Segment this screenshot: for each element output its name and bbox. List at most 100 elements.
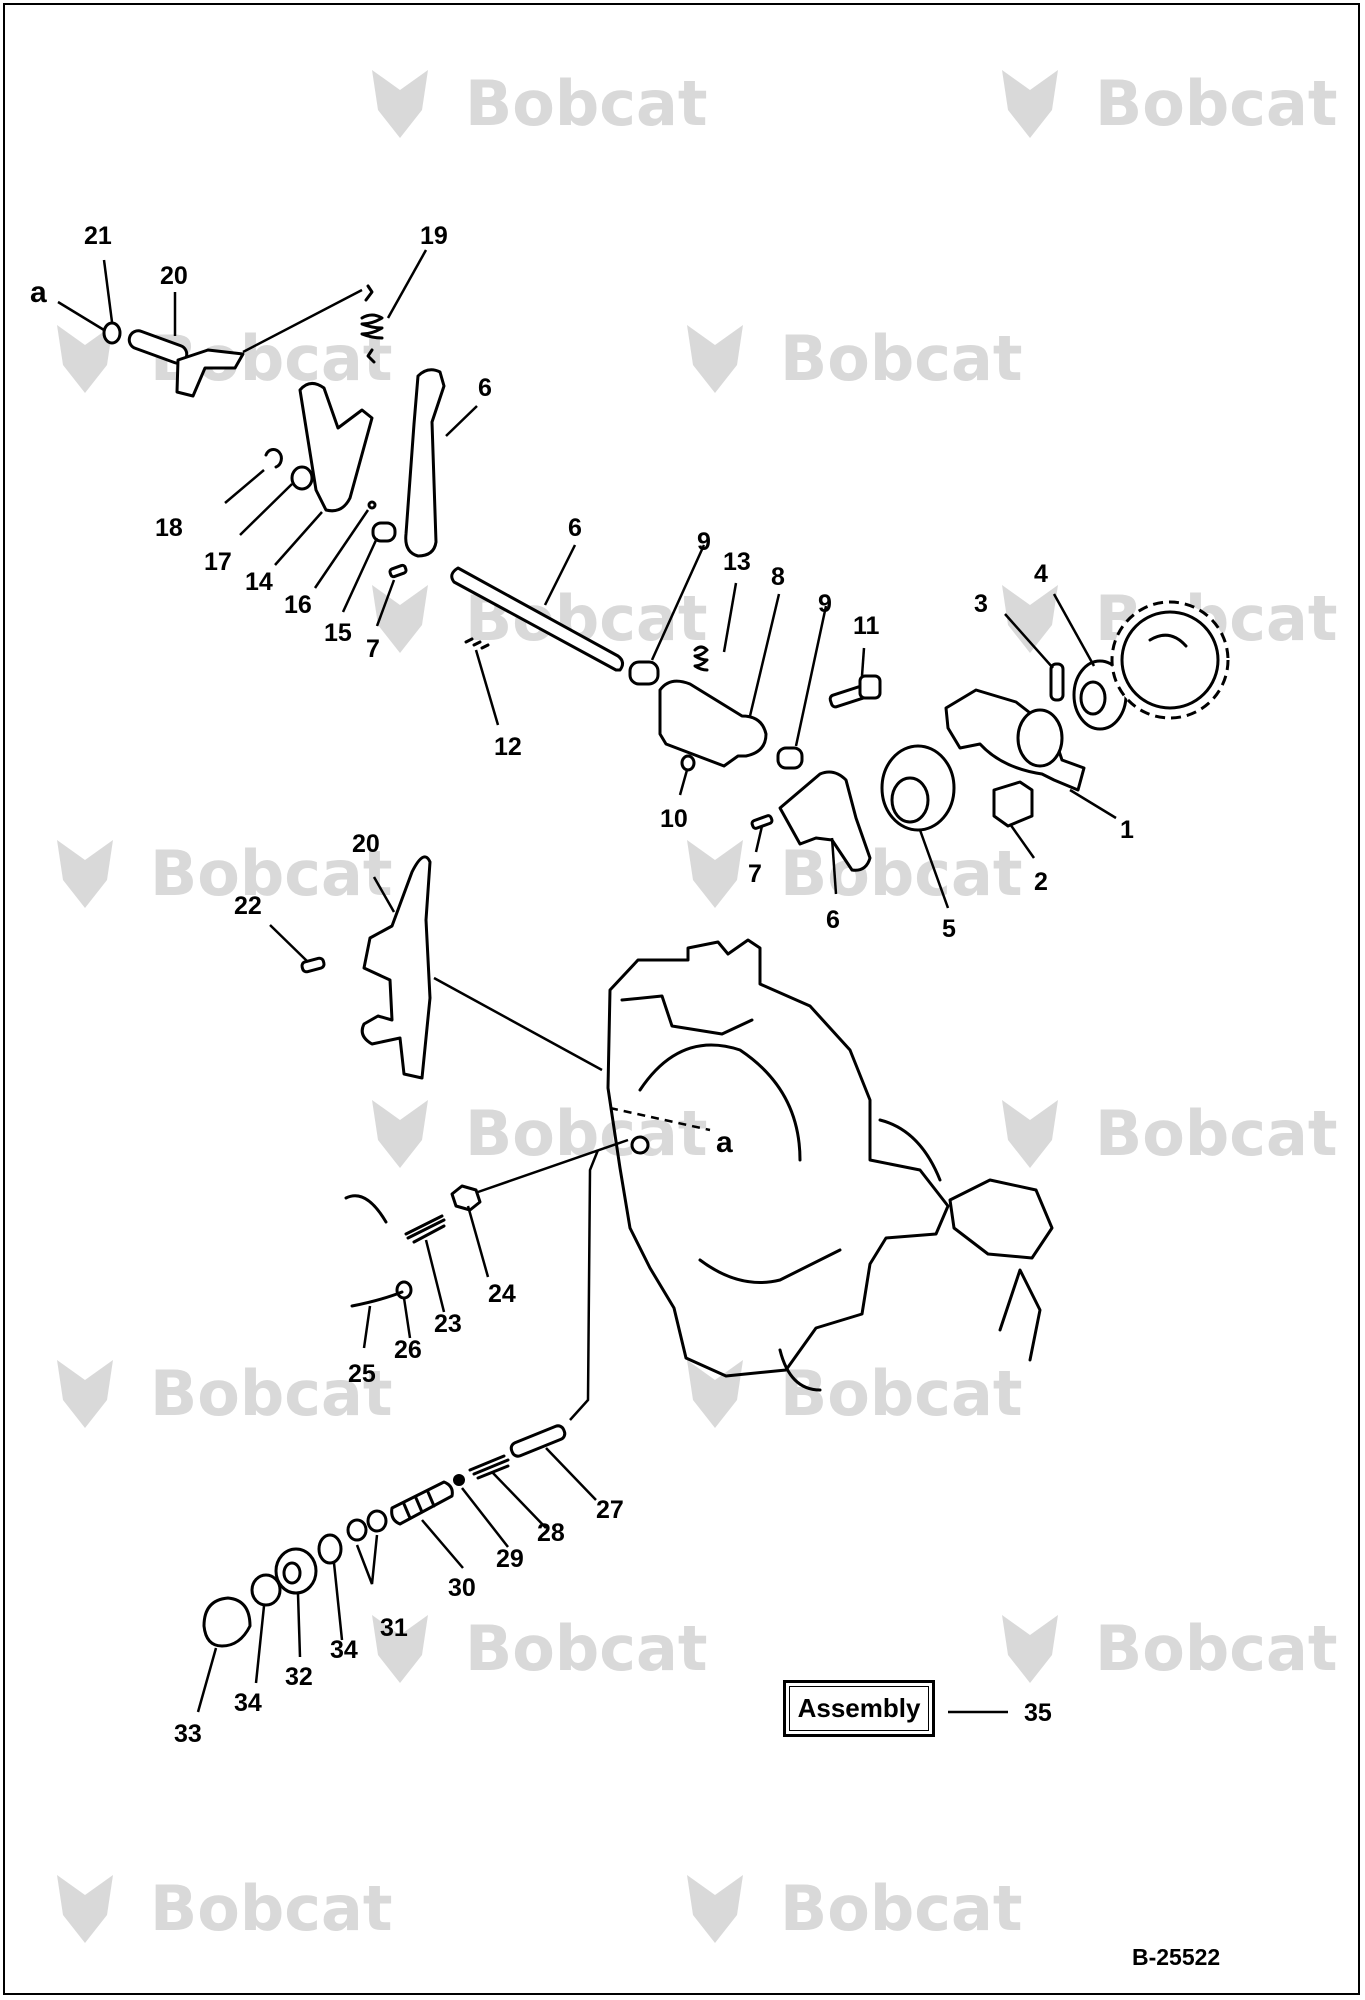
part-18-snap-ring xyxy=(264,448,283,469)
part-16-pin xyxy=(367,500,377,510)
watermark-logo: Bobcat xyxy=(1002,1612,1337,1685)
watermark-logo: Bobcat xyxy=(1002,67,1337,140)
leader-lines xyxy=(57,249,1117,1714)
part-label: 24 xyxy=(488,1280,516,1308)
assembly-label-box: Assembly xyxy=(783,1680,935,1737)
part-label: 35 xyxy=(1024,1699,1052,1727)
watermark-logo: Bobcat xyxy=(687,322,1022,395)
reference-letter-a: a xyxy=(30,276,47,309)
part-34-washer xyxy=(250,1573,282,1607)
part-label: 20 xyxy=(160,262,188,290)
watermark-logo: Bobcat xyxy=(57,1357,392,1430)
governor-lever-group xyxy=(102,284,446,579)
part-31-nut xyxy=(366,1509,388,1533)
part-label: 23 xyxy=(434,1310,462,1338)
part-label: 12 xyxy=(494,733,522,761)
part-9-bushing xyxy=(776,746,804,770)
part-label: 26 xyxy=(394,1336,422,1364)
svg-text:Bobcat: Bobcat xyxy=(780,1872,1022,1945)
svg-text:Bobcat: Bobcat xyxy=(1095,67,1337,140)
part-15-bushing xyxy=(371,521,397,543)
watermark-logo: Bobcat xyxy=(1002,1097,1337,1170)
part-label: 9 xyxy=(697,528,711,556)
part-6-upper-lever xyxy=(404,368,446,558)
part-label: 6 xyxy=(478,374,492,402)
watermark-logo: Bobcat xyxy=(57,837,392,910)
part-20-stop-lever xyxy=(360,855,432,1080)
watermark-logo: Bobcat xyxy=(687,837,1022,910)
part-26-ring xyxy=(395,1280,413,1300)
reference-letter-a: a xyxy=(716,1126,733,1159)
part-label: 17 xyxy=(204,548,232,576)
part-6-governor-shaft xyxy=(450,566,625,672)
part-label: 22 xyxy=(234,892,262,920)
part-label: 29 xyxy=(496,1545,524,1573)
part-31-nut xyxy=(346,1518,368,1542)
part-label: 4 xyxy=(1034,560,1048,588)
part-6-lower-lever xyxy=(778,770,872,872)
part-25-wire xyxy=(344,1194,404,1308)
part-label: 15 xyxy=(324,619,352,647)
part-34-washer xyxy=(317,1533,343,1565)
watermark-logo: Bobcat xyxy=(57,1872,392,1945)
watermark-layer: Bobcat Bobcat Bobcat Bobcat Bobcat Bobca… xyxy=(57,67,1337,1945)
part-19-spring xyxy=(360,284,384,364)
part-7-pin xyxy=(750,814,774,830)
flyweight-gear-group xyxy=(880,600,1230,832)
part-7-pin xyxy=(388,563,408,579)
part-label: 7 xyxy=(748,860,762,888)
part-label: 34 xyxy=(234,1689,262,1717)
svg-text:Bobcat: Bobcat xyxy=(465,1612,707,1685)
injection-pump-body xyxy=(606,938,1054,1392)
part-label: 20 xyxy=(352,830,380,858)
svg-text:Bobcat: Bobcat xyxy=(780,837,1022,910)
part-label: 13 xyxy=(723,548,751,576)
part-24-nut xyxy=(450,1184,482,1212)
part-33-cap xyxy=(202,1596,252,1648)
part-label: 10 xyxy=(660,805,688,833)
svg-text:Bobcat: Bobcat xyxy=(780,1357,1022,1430)
part-label: 5 xyxy=(942,915,956,943)
part-label: 30 xyxy=(448,1574,476,1602)
part-1-bracket-hole xyxy=(1016,708,1064,768)
part-23-spring xyxy=(404,1214,446,1244)
part-label: 18 xyxy=(155,514,183,542)
svg-text:Bobcat: Bobcat xyxy=(150,1872,392,1945)
part-label: 33 xyxy=(174,1720,202,1748)
watermark-logo: Bobcat xyxy=(372,67,707,140)
stop-lever-group xyxy=(300,855,432,1080)
part-29-ball xyxy=(453,1474,465,1486)
part-12-spring-pin xyxy=(464,637,490,650)
part-label: 3 xyxy=(974,590,988,618)
watermark-logo: Bobcat xyxy=(372,1097,707,1170)
part-label: 19 xyxy=(420,222,448,250)
part-28-spring xyxy=(468,1454,510,1480)
part-label: 1 xyxy=(1120,816,1134,844)
part-label: 28 xyxy=(537,1519,565,1547)
part-label: 27 xyxy=(596,1496,624,1524)
governor-shaft-group xyxy=(450,566,882,872)
part-9-bushing xyxy=(628,660,660,686)
part-label: 2 xyxy=(1034,868,1048,896)
lower-adjuster-group xyxy=(202,1184,567,1648)
part-8-fork-lever xyxy=(658,679,768,768)
watermark-logo: Bobcat xyxy=(687,1357,1022,1430)
part-label: 11 xyxy=(853,612,880,640)
svg-text:Bobcat: Bobcat xyxy=(465,67,707,140)
governor-gear xyxy=(1110,600,1230,720)
part-5-sleeve xyxy=(880,744,956,832)
part-label: 7 xyxy=(366,635,380,663)
part-label: 6 xyxy=(826,906,840,934)
svg-text:Bobcat: Bobcat xyxy=(1095,1612,1337,1685)
part-label: 32 xyxy=(285,1663,313,1691)
part-label: 16 xyxy=(284,591,312,619)
part-13-spring xyxy=(693,645,709,672)
part-11-bolt xyxy=(828,674,882,709)
svg-text:Bobcat: Bobcat xyxy=(150,837,392,910)
svg-text:Bobcat: Bobcat xyxy=(1095,1097,1337,1170)
part-label: 8 xyxy=(771,563,785,591)
watermark-logo: Bobcat xyxy=(372,1612,707,1685)
part-17-washer xyxy=(290,465,314,491)
part-2-block xyxy=(992,780,1034,828)
